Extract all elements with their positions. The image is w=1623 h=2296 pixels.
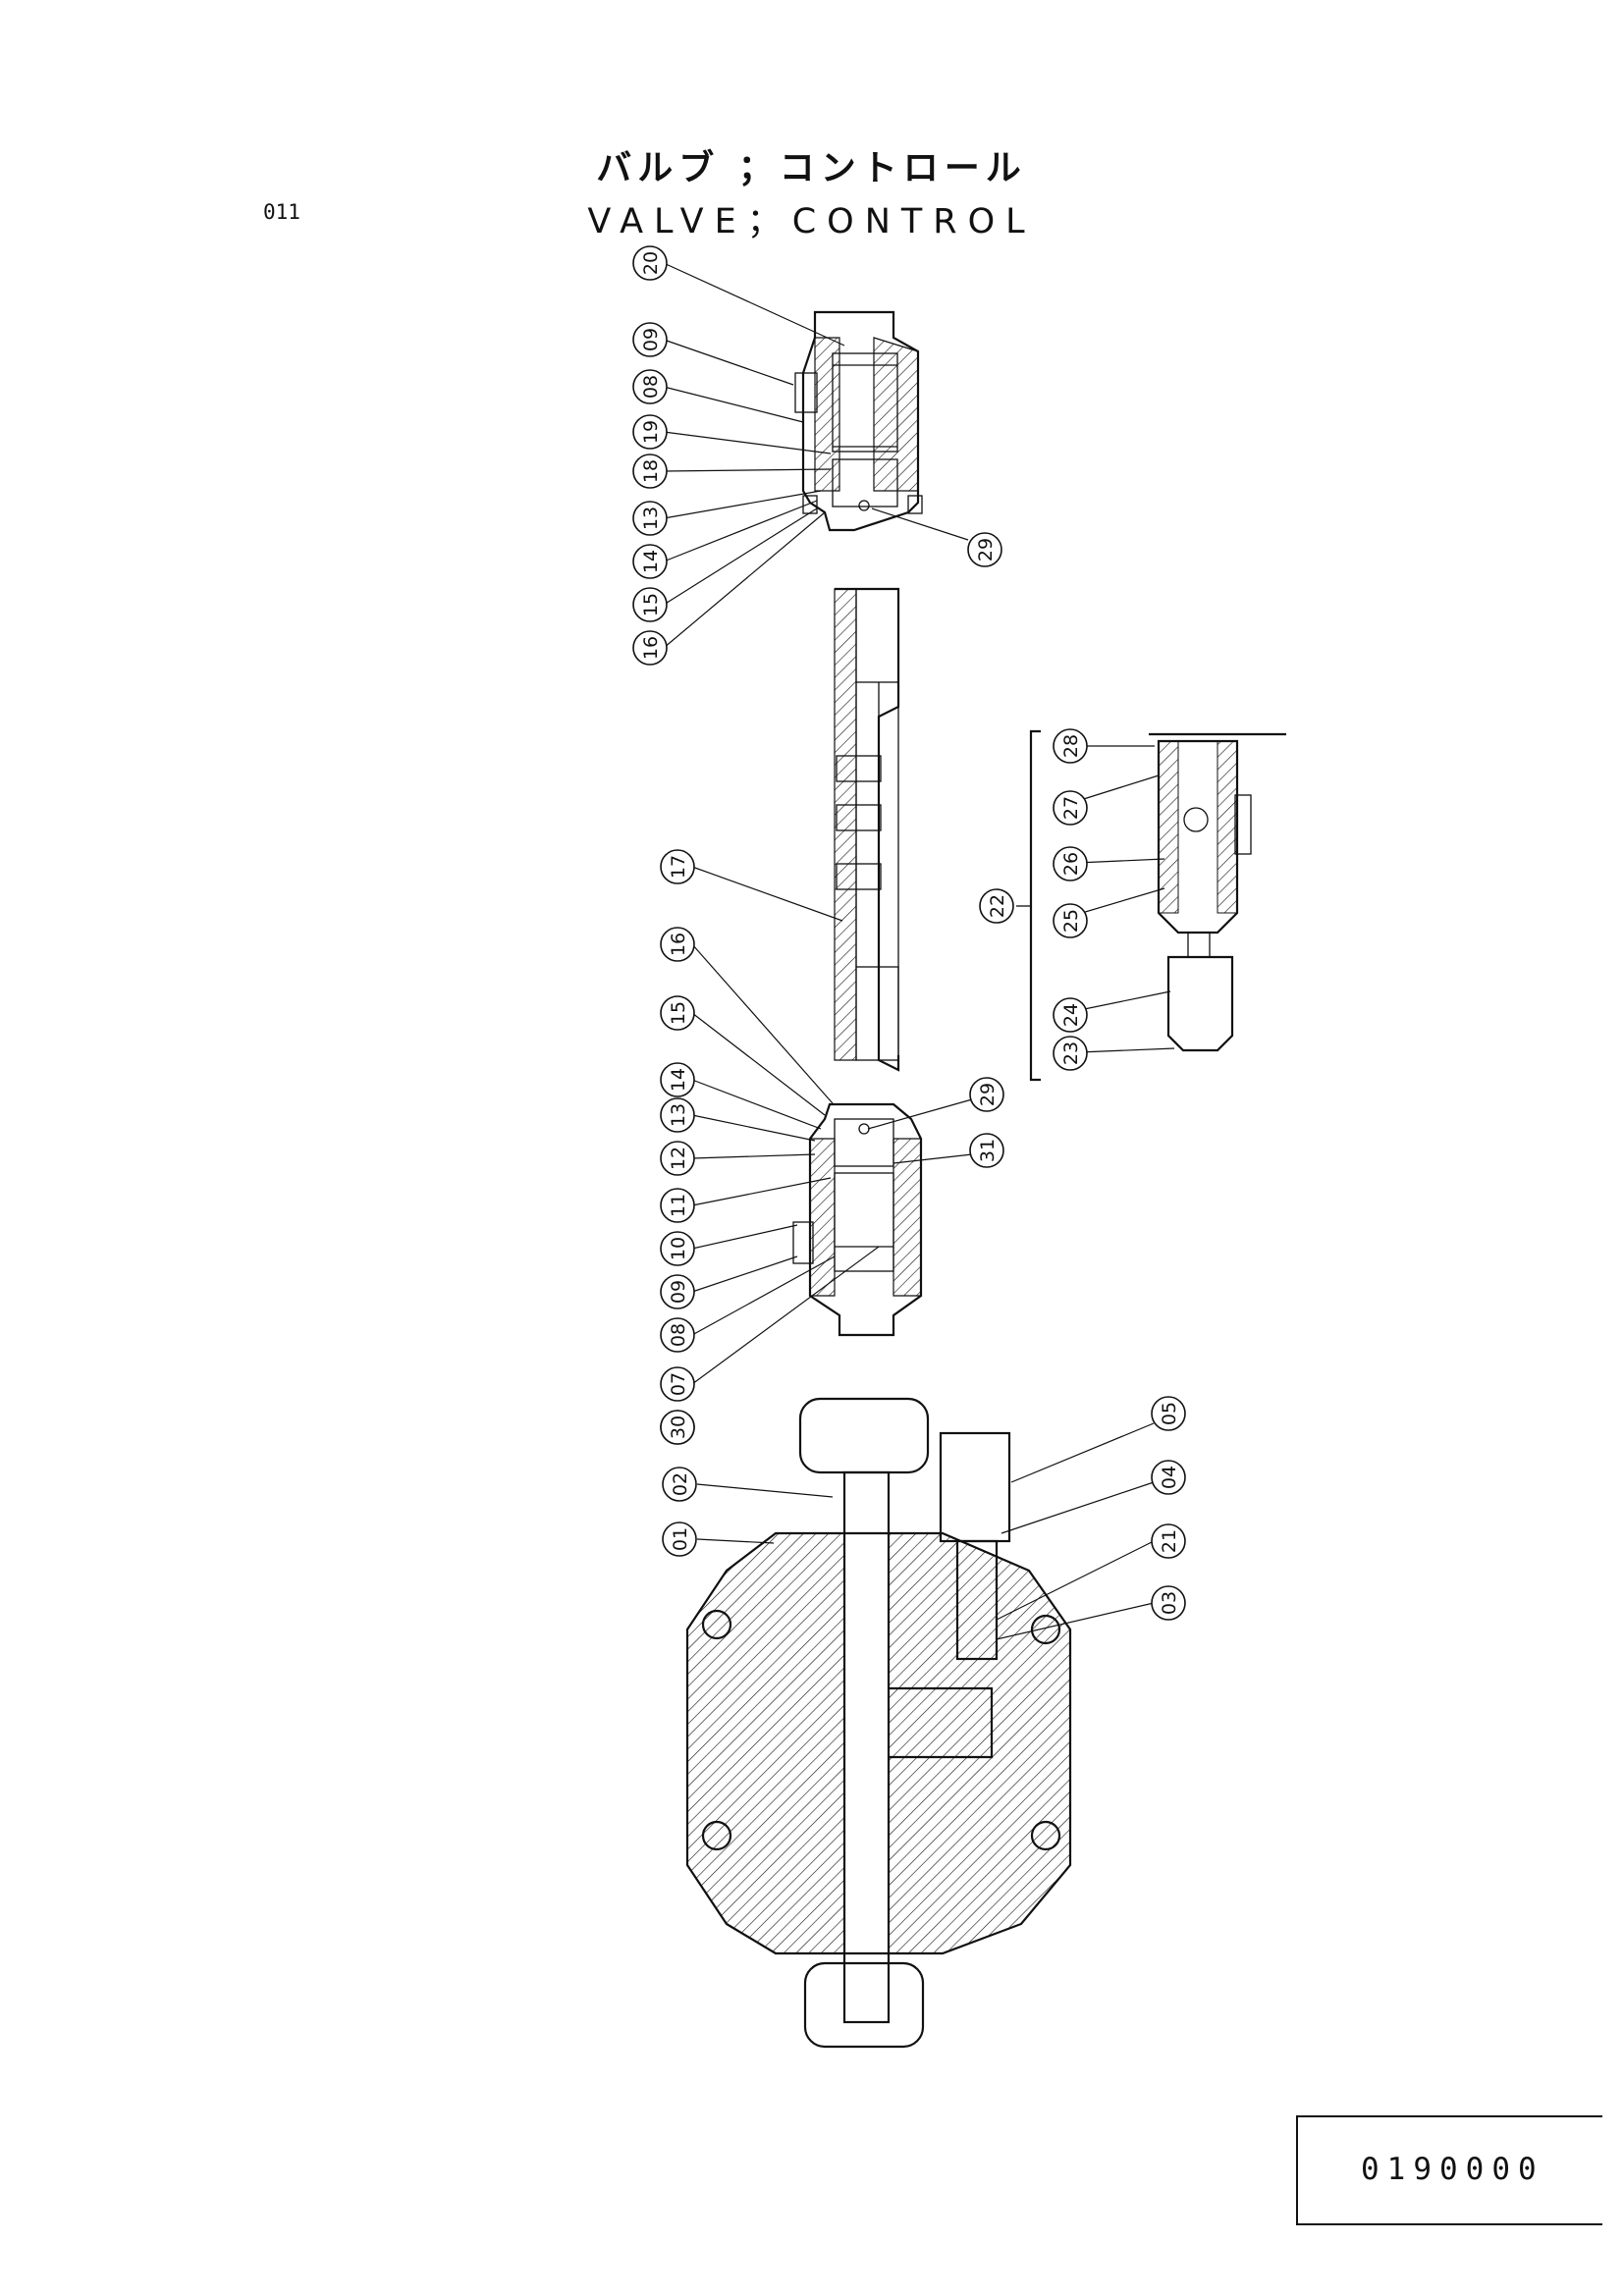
callout-bubble: 08 bbox=[632, 369, 668, 404]
callout-label: 08 bbox=[668, 1323, 689, 1347]
callouts-middle: 16 15 14 13 12 11 10 09 08 07 06 29 31 bbox=[660, 927, 1004, 1445]
callout-bubble: 04 bbox=[1151, 1460, 1186, 1495]
callout-bubble: 08 bbox=[660, 1317, 695, 1353]
callout-bubble: 09 bbox=[660, 1274, 695, 1309]
callout-label: 30 bbox=[668, 1415, 689, 1439]
callouts-top: 20 09 08 19 18 13 14 15 16 29 bbox=[632, 245, 1002, 666]
callout-label: 04 bbox=[1159, 1466, 1180, 1489]
callout-label: 22 bbox=[987, 894, 1008, 918]
callout-label: 27 bbox=[1060, 796, 1082, 820]
callout-label: 17 bbox=[668, 855, 689, 879]
callout-label: 02 bbox=[670, 1472, 691, 1496]
callout-label: 16 bbox=[668, 933, 689, 956]
callout-label: 12 bbox=[668, 1147, 689, 1170]
callout-label: 26 bbox=[1060, 852, 1082, 876]
callout-bubble: 24 bbox=[1053, 997, 1088, 1033]
leader-lines bbox=[663, 262, 1175, 1640]
document-number: 0190000 bbox=[1361, 2152, 1544, 2187]
callout-label: 10 bbox=[668, 1237, 689, 1260]
callout-label: 29 bbox=[977, 1083, 999, 1106]
callout-bubble: 16 bbox=[660, 927, 695, 962]
callout-label: 29 bbox=[975, 538, 997, 561]
callout-label: 11 bbox=[668, 1194, 689, 1217]
middle-cap-assembly bbox=[792, 1102, 923, 1337]
spool-part bbox=[834, 587, 900, 1072]
callout-bubble: 30 bbox=[660, 1410, 695, 1445]
callout-label: 18 bbox=[640, 459, 662, 483]
callout-bubble: 20 bbox=[632, 245, 668, 281]
callout-label: 09 bbox=[640, 328, 662, 351]
callout-bubble: 09 bbox=[632, 322, 668, 357]
callout-label: 14 bbox=[640, 550, 662, 573]
callout-bubble: 05 bbox=[1151, 1396, 1186, 1431]
callout-label: 13 bbox=[640, 507, 662, 530]
valve-body bbox=[685, 1397, 1072, 2049]
callout-bubble: 15 bbox=[632, 587, 668, 622]
top-cap-assembly bbox=[794, 310, 923, 532]
callout-bubble: 22 bbox=[979, 888, 1014, 924]
callout-bubble: 15 bbox=[660, 995, 695, 1031]
callout-label: 25 bbox=[1060, 909, 1082, 933]
page-code: 011 bbox=[263, 200, 300, 224]
callout-bubble: 01 bbox=[662, 1522, 697, 1557]
callout-bubble: 12 bbox=[660, 1141, 695, 1176]
callout-bubble: 13 bbox=[632, 501, 668, 536]
callout-bubble: 28 bbox=[1053, 728, 1088, 764]
callout-label: 15 bbox=[640, 593, 662, 616]
callout-label: 31 bbox=[977, 1139, 999, 1162]
callouts-detail: 22 28 27 26 25 24 23 bbox=[979, 728, 1088, 1071]
callout-label: 13 bbox=[668, 1103, 689, 1127]
callout-label: 28 bbox=[1060, 734, 1082, 758]
callout-bubble: 07 bbox=[660, 1366, 695, 1402]
callout-label: 05 bbox=[1159, 1402, 1180, 1425]
callout-bubble: 02 bbox=[662, 1467, 697, 1502]
callout-label: 03 bbox=[1159, 1591, 1180, 1615]
callout-bubble: 25 bbox=[1053, 903, 1088, 938]
callout-bubble: 11 bbox=[660, 1188, 695, 1223]
callout-bubble: 16 bbox=[632, 630, 668, 666]
callout-bubble: 26 bbox=[1053, 846, 1088, 881]
callout-bubble: 27 bbox=[1053, 790, 1088, 826]
callout-spool: 17 bbox=[660, 849, 695, 884]
callout-bubble: 14 bbox=[660, 1062, 695, 1097]
callout-label: 21 bbox=[1159, 1529, 1180, 1553]
callout-bubble: 18 bbox=[632, 454, 668, 489]
callout-label: 24 bbox=[1060, 1003, 1082, 1027]
document-number-box bbox=[1296, 2115, 1602, 2225]
callout-bubble: 21 bbox=[1151, 1523, 1186, 1559]
callout-bubble: 17 bbox=[660, 849, 695, 884]
callout-bubble: 29 bbox=[969, 1077, 1004, 1112]
callout-bubble: 23 bbox=[1053, 1036, 1088, 1071]
callout-label: 20 bbox=[640, 251, 662, 275]
detail-assembly-22 bbox=[1016, 729, 1286, 1082]
callout-label: 08 bbox=[640, 375, 662, 399]
callout-label: 16 bbox=[640, 636, 662, 660]
callout-bubble: 13 bbox=[660, 1097, 695, 1133]
callout-bubble: 14 bbox=[632, 544, 668, 579]
callout-bubble: 10 bbox=[660, 1231, 695, 1266]
callout-label: 19 bbox=[640, 420, 662, 444]
callout-label: 07 bbox=[668, 1372, 689, 1396]
title-english: VALVE；CONTROL bbox=[587, 202, 1036, 241]
callout-bubble: 31 bbox=[969, 1133, 1004, 1168]
callout-bubble: 03 bbox=[1151, 1585, 1186, 1621]
callouts-body: 30 02 01 05 04 21 03 bbox=[660, 1396, 1186, 1621]
title-japanese: バルブ ；コントロール bbox=[596, 148, 1027, 188]
callout-bubble: 29 bbox=[967, 532, 1002, 567]
callout-label: 09 bbox=[668, 1280, 689, 1304]
callout-label: 15 bbox=[668, 1001, 689, 1025]
callout-label: 23 bbox=[1060, 1041, 1082, 1065]
callout-label: 01 bbox=[670, 1527, 691, 1551]
callout-bubble: 19 bbox=[632, 414, 668, 450]
callout-label: 14 bbox=[668, 1068, 689, 1092]
